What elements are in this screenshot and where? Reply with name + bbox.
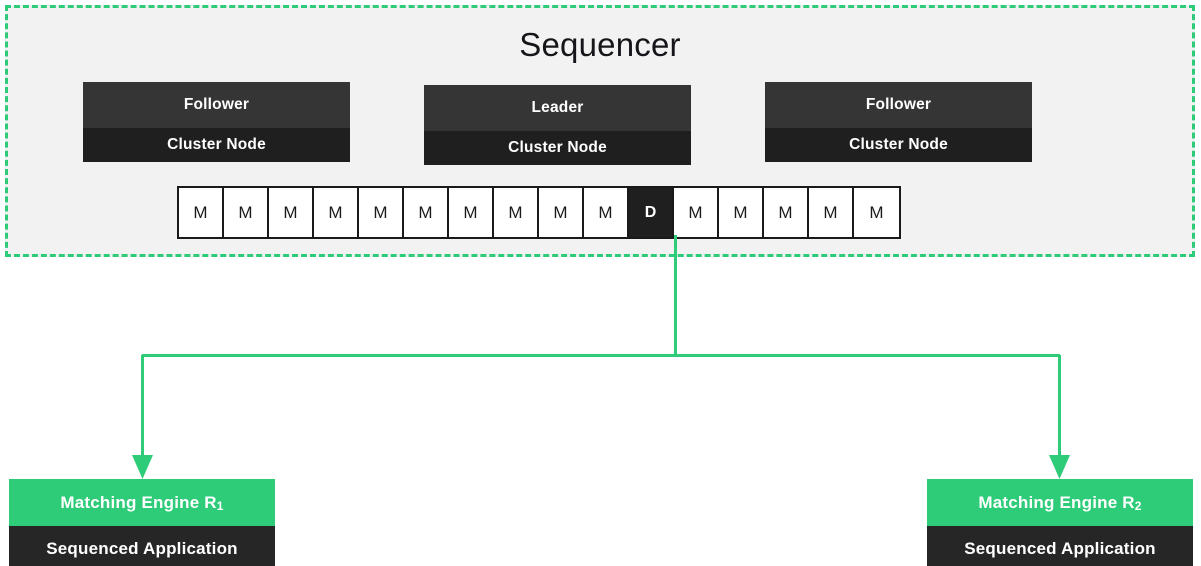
log-cell[interactable]: M (269, 188, 314, 237)
cluster-node-role-label: Follower (83, 82, 350, 128)
matching-engine-r2-name: Matching Engine R (978, 492, 1135, 512)
log-cell[interactable]: M (359, 188, 404, 237)
sequencer-title: Sequencer (519, 26, 681, 63)
cluster-node-follower-1[interactable]: Follower Cluster Node (83, 82, 350, 162)
log-cell[interactable]: M (809, 188, 854, 237)
cluster-node-leader[interactable]: Leader Cluster Node (424, 85, 691, 165)
matching-engine-r2-replica-index: 2 (1134, 498, 1142, 513)
log-cell-marked[interactable]: D (629, 188, 674, 237)
log-cell[interactable]: M (719, 188, 764, 237)
cluster-node-kind-label: Cluster Node (765, 128, 1032, 162)
cluster-node-role-label: Follower (765, 82, 1032, 128)
cluster-node-follower-2[interactable]: Follower Cluster Node (765, 82, 1032, 162)
matching-engine-r1-replica-index: 1 (216, 498, 224, 513)
log-cell[interactable]: M (494, 188, 539, 237)
cluster-node-kind-label: Cluster Node (424, 131, 691, 165)
log-cell[interactable]: M (539, 188, 584, 237)
log-cell[interactable]: M (674, 188, 719, 237)
log-cell[interactable]: M (224, 188, 269, 237)
matching-engine-r1-kind-label: Sequenced Application (9, 526, 275, 566)
arrowhead-right-icon (1049, 455, 1070, 479)
log-cell[interactable]: M (179, 188, 224, 237)
log-cell[interactable]: M (314, 188, 359, 237)
arrowhead-left-icon (132, 455, 153, 479)
log-cell[interactable]: M (764, 188, 809, 237)
log-cell[interactable]: M (404, 188, 449, 237)
log-cell[interactable]: M (854, 188, 899, 237)
matching-engine-r2-kind-label: Sequenced Application (927, 526, 1193, 566)
matching-engine-r1-name: Matching Engine R (60, 492, 217, 512)
log-cell[interactable]: M (449, 188, 494, 237)
cluster-node-kind-label: Cluster Node (83, 128, 350, 162)
cluster-node-role-label: Leader (424, 85, 691, 131)
log-cell[interactable]: M (584, 188, 629, 237)
